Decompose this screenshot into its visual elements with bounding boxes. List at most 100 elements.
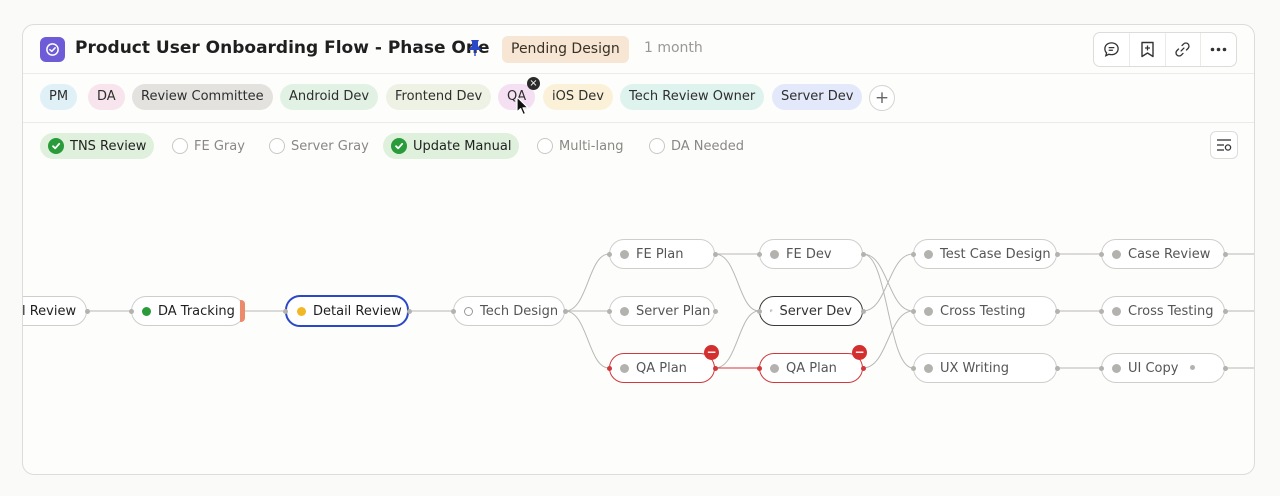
status-dot-icon — [620, 306, 629, 316]
connector-port[interactable] — [607, 309, 612, 314]
role-tag-label: Frontend Dev — [395, 89, 483, 104]
role-tag-label: DA — [97, 89, 116, 104]
flow-node-cross-testing-2[interactable]: Cross Testing — [1101, 296, 1225, 326]
check-label: DA Needed — [671, 138, 745, 154]
view-settings-button[interactable] — [1210, 131, 1238, 159]
remove-node-icon[interactable]: − — [852, 345, 867, 360]
connector-port[interactable] — [1055, 309, 1060, 314]
node-label: DA Tracking — [158, 303, 235, 319]
pin-icon[interactable] — [467, 39, 483, 57]
flow-node-detail-review[interactable]: Detail Review — [285, 295, 409, 327]
connector-port[interactable] — [757, 252, 762, 257]
drag-handle[interactable] — [240, 300, 245, 322]
connector-port[interactable] — [129, 309, 134, 314]
flow-node-ui-copy[interactable]: UI Copy — [1101, 353, 1225, 383]
role-tag-pm[interactable]: PM — [40, 84, 78, 110]
check-label: TNS Review — [70, 138, 147, 154]
card-header: Product User Onboarding Flow - Phase One… — [23, 25, 1254, 74]
flow-node-da-tracking[interactable]: DA Tracking — [131, 296, 245, 326]
check-label: FE Gray — [194, 138, 245, 154]
connector-port[interactable] — [1099, 252, 1104, 257]
status-dot-icon — [142, 306, 151, 316]
connector-port[interactable] — [1099, 309, 1104, 314]
flow-node-fe-dev[interactable]: FE Dev — [759, 239, 863, 269]
connector-port[interactable] — [1055, 366, 1060, 371]
connector-port[interactable] — [1223, 366, 1228, 371]
connector-port[interactable] — [1223, 252, 1228, 257]
bookmark-add-button[interactable] — [1130, 33, 1166, 66]
connector-port[interactable] — [713, 252, 718, 257]
node-label: UX Writing — [940, 360, 1009, 376]
flow-connectors — [87, 253, 1254, 369]
check-multi-lang[interactable]: Multi-lang — [529, 133, 632, 159]
flow-canvas[interactable]: al Review DA Tracking Detail Review Tech… — [23, 170, 1254, 474]
check-tns-review[interactable]: TNS Review — [40, 133, 155, 159]
role-tag-ios-dev[interactable]: iOS Dev — [543, 84, 613, 110]
flow-node-fe-plan[interactable]: FE Plan — [609, 239, 715, 269]
role-tag-server-dev[interactable]: Server Dev — [772, 84, 863, 110]
check-label: Server Gray — [291, 138, 369, 154]
status-dot-icon — [297, 306, 306, 316]
remove-tag-icon[interactable]: × — [527, 77, 540, 90]
header-toolbar — [1093, 32, 1237, 67]
connector-port[interactable] — [861, 309, 866, 314]
link-button[interactable] — [1166, 33, 1202, 66]
connector-port[interactable] — [1055, 252, 1060, 257]
flow-node-server-dev[interactable]: Server Dev — [759, 296, 863, 326]
remove-node-icon[interactable]: − — [704, 345, 719, 360]
connector-port[interactable] — [757, 366, 762, 371]
connector-port[interactable] — [607, 252, 612, 257]
connector-port[interactable] — [757, 309, 762, 314]
node-label: Case Review — [1128, 246, 1211, 262]
flow-node-test-case-design[interactable]: Test Case Design — [913, 239, 1057, 269]
check-da-needed[interactable]: DA Needed — [641, 133, 752, 159]
add-role-button[interactable]: + — [869, 85, 895, 111]
flow-node-review[interactable]: al Review — [23, 296, 87, 326]
more-button[interactable] — [1201, 33, 1236, 66]
empty-circle-icon — [172, 138, 188, 154]
role-tag-review-committee[interactable]: Review Committee — [132, 84, 273, 110]
connector-port[interactable] — [911, 309, 916, 314]
connector-port[interactable] — [1099, 366, 1104, 371]
flow-node-ux-writing[interactable]: UX Writing — [913, 353, 1057, 383]
role-tag-tech-review-owner[interactable]: Tech Review Owner — [620, 84, 765, 110]
connector-port[interactable] — [563, 309, 568, 314]
connector-port[interactable] — [607, 366, 612, 371]
flow-node-tech-design[interactable]: Tech Design — [453, 296, 565, 326]
flow-node-cross-testing[interactable]: Cross Testing — [913, 296, 1057, 326]
flow-node-qa-plan[interactable]: QA Plan — [609, 353, 715, 383]
comment-button[interactable] — [1094, 33, 1130, 66]
connector-port[interactable] — [861, 252, 866, 257]
connector-port[interactable] — [911, 252, 916, 257]
comment-icon — [1104, 42, 1119, 57]
flow-node-qa-plan-2[interactable]: QA Plan — [759, 353, 863, 383]
connector-port[interactable] — [713, 366, 718, 371]
check-label: Multi-lang — [559, 138, 624, 154]
role-tags-row: PM DA Review Committee Android Dev Front… — [23, 73, 1254, 123]
connector-port[interactable] — [713, 309, 718, 314]
check-server-gray[interactable]: Server Gray — [261, 133, 377, 159]
connector-port[interactable] — [85, 309, 90, 314]
flow-node-server-plan[interactable]: Server Plan — [609, 296, 715, 326]
connector-port[interactable] — [911, 366, 916, 371]
connector-port[interactable] — [451, 309, 456, 314]
check-fe-gray[interactable]: FE Gray — [164, 133, 253, 159]
status-dot-icon — [924, 249, 933, 259]
status-badge[interactable]: Pending Design — [502, 36, 629, 63]
connector-port[interactable] — [407, 309, 412, 314]
role-tag-frontend-dev[interactable]: Frontend Dev — [386, 84, 492, 110]
flow-node-case-review[interactable]: Case Review — [1101, 239, 1225, 269]
status-dot-icon — [620, 363, 629, 373]
connector-port[interactable] — [861, 366, 866, 371]
empty-circle-icon — [537, 138, 553, 154]
node-label: QA Plan — [636, 360, 687, 376]
check-update-manual[interactable]: Update Manual — [383, 133, 520, 159]
connector-port[interactable] — [1223, 309, 1228, 314]
role-tag-da[interactable]: DA — [88, 84, 125, 110]
role-tag-android-dev[interactable]: Android Dev — [280, 84, 379, 110]
checklist-row: TNS Review FE Gray Server Gray Update Ma… — [23, 122, 1254, 170]
node-label: Server Plan — [636, 303, 711, 319]
connector-port[interactable] — [283, 309, 288, 314]
empty-circle-icon — [649, 138, 665, 154]
status-dot-icon — [464, 306, 473, 316]
